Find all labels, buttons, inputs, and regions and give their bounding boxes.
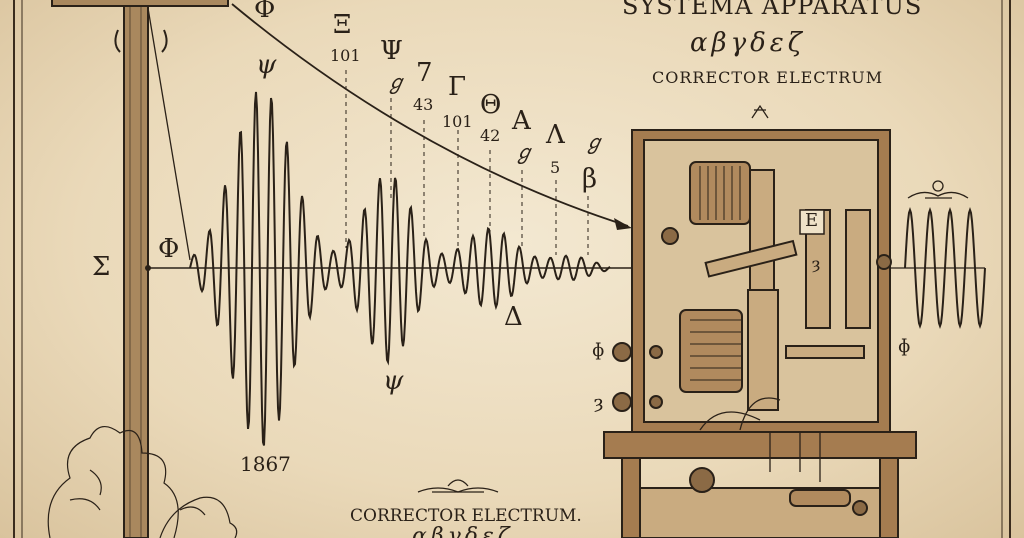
theta-label: Θ [480,90,502,120]
knob-glyph-2: ȝ [594,392,604,413]
psi-upper-label: Ψ [380,36,403,66]
signal-arc-arrow [231,3,629,227]
year-label: 1867 [240,452,291,476]
header-greek: αβγδεζ [690,28,806,58]
delta-label: Δ [504,302,523,332]
script-g-2: ℊ [514,140,534,164]
footer-greek: αβγδεζ [412,524,514,538]
ornament-right [907,180,969,199]
beta-label: β [582,164,598,194]
gamma-label: Γ [448,72,467,102]
damped-waveform [189,91,611,446]
xi-label: Ξ [333,10,352,40]
header-title: SYSTEMA APPARATUS [622,0,923,20]
dashed-guides [345,70,589,255]
knob-glyph-1: ɸ [592,340,605,361]
apparatus-cabinet [603,129,917,538]
inner-frame [21,0,1003,538]
sigma-label: Σ [92,252,111,282]
footer-caption: CORRECTOR ELECTRUM. [350,506,582,526]
value-42: 42 [480,126,501,145]
value-101a: 101 [330,46,361,65]
apparatus-letter: E [805,210,819,231]
ornament-top-cabinet [751,104,769,119]
value-101b: 101 [442,112,473,131]
outer-frame [13,0,1011,538]
psi-bottom-label: ψ [383,366,404,396]
bush [47,426,238,538]
value-5: 5 [550,158,561,177]
lambda-label: Λ [546,120,565,150]
script-g-3: ℊ [584,130,604,154]
ornament-bottom [417,479,499,493]
telegraph-pole [51,0,229,538]
value-43: 43 [413,95,434,114]
script-g-1: ℊ [386,70,406,94]
phi-top-label: Φ [254,0,276,24]
header-subtitle: CORRECTOR ELECTRUM [652,68,884,87]
right-glyph: ɸ [898,336,911,357]
psi-top-label: ψ [256,50,277,80]
phi-left-label: Φ [158,234,180,264]
seven-label: 7 [416,58,433,88]
alpha-label: A [512,106,531,136]
inner-glyph: ȝ [812,254,821,273]
